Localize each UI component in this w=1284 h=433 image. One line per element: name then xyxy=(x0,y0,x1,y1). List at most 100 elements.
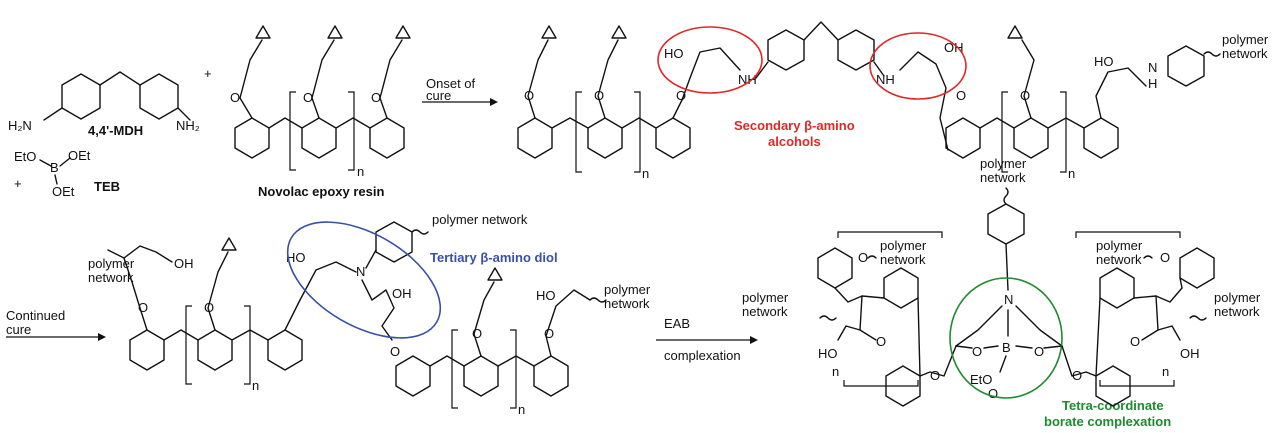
p2-polymer-network: polymer network xyxy=(432,212,528,227)
p1-o-5: O xyxy=(1020,88,1030,103)
b-oh-right: OH xyxy=(1180,346,1200,361)
novolac-o-3: O xyxy=(371,90,381,105)
p2-network-2: network xyxy=(604,296,650,311)
b-arm-left xyxy=(859,295,877,341)
p2-arm-6 xyxy=(545,289,591,357)
p2-wavy-bond xyxy=(411,229,429,235)
p1-ch2-3 xyxy=(979,117,1015,129)
p1-ho-terminal: HO xyxy=(1094,54,1114,69)
novolac-bracket-left xyxy=(289,91,296,171)
p1-nh-left: NH xyxy=(738,72,757,87)
b-arm-right xyxy=(1141,295,1159,341)
b-o-cage-left: O xyxy=(972,344,982,359)
b-link-lr xyxy=(1095,297,1101,377)
b-cage-left-top xyxy=(955,305,1003,347)
p1-wavy-bond xyxy=(1203,51,1221,57)
teb-bond-1 xyxy=(39,159,52,167)
teb-molecule: EtO B OEt OEt + TEB xyxy=(14,148,120,199)
b-repeat-n-left: n xyxy=(832,364,839,379)
b-bracket-bottom-right xyxy=(1099,380,1175,387)
p1-repeat-n-2: n xyxy=(1068,166,1075,181)
b-o-ul: O xyxy=(858,250,868,265)
p2-o-6: O xyxy=(544,326,554,341)
p2-polymer-2: polymer xyxy=(604,282,651,297)
teb-bond-2 xyxy=(59,157,71,167)
p1-ring-1 xyxy=(517,117,553,159)
b-polymer-right: polymer xyxy=(1214,290,1261,305)
b-o-mr: O xyxy=(1130,334,1140,349)
b-wavy-right xyxy=(1189,315,1207,321)
p1-ring-2 xyxy=(587,117,623,159)
b-o-ll: O xyxy=(930,368,940,383)
novolac-arm-1 xyxy=(239,39,263,119)
b-network-ur: network xyxy=(1096,252,1142,267)
novolac-ring-3 xyxy=(369,117,405,159)
plus-novolac: + xyxy=(204,66,212,81)
b-o-ur: O xyxy=(1160,250,1170,265)
arrow-eab: EAB complexation xyxy=(656,316,758,363)
b-n-to-cy xyxy=(1005,243,1009,291)
arrow-continued-label-2: cure xyxy=(6,322,31,337)
b-ring-ml xyxy=(883,267,919,309)
b-ho-chain xyxy=(837,325,861,341)
mdh-methylene-bridge xyxy=(99,71,141,86)
novolac-label: Novolac epoxy resin xyxy=(258,184,384,199)
b-o-lr: O xyxy=(1072,368,1082,383)
p2-diol-arm-2 xyxy=(361,279,395,341)
p1-ch2-2 xyxy=(621,117,657,129)
p2-diol-arm-1 xyxy=(284,261,357,331)
b-cage-o-left xyxy=(955,345,973,349)
b-ring-mr xyxy=(1099,267,1135,309)
p1-o-4: O xyxy=(956,88,966,103)
b-link-ll xyxy=(917,297,921,377)
arrow-continued-head xyxy=(98,333,106,341)
b-bridge-right xyxy=(1133,287,1183,303)
p2-o-1: O xyxy=(138,300,148,315)
p2-arm-5 xyxy=(473,281,495,357)
b-cyclohexane-top xyxy=(987,203,1025,245)
arrow-continued: Continued cure xyxy=(6,308,106,341)
arrow-continued-label-1: Continued xyxy=(6,308,65,323)
tetra-label-2: borate complexation xyxy=(1044,414,1171,429)
p1-arm-1 xyxy=(527,39,549,119)
novolac-ch2-1 xyxy=(268,117,303,129)
p1-oh-right: OH xyxy=(944,40,964,55)
secondary-amino-ellipse-left xyxy=(657,26,763,94)
b-boron: B xyxy=(1002,340,1011,355)
p1-o-1: O xyxy=(524,88,534,103)
b-polymer-ul: polymer xyxy=(880,238,927,253)
novolac-ch2-2 xyxy=(335,117,371,129)
p1-cyclohexane-terminal xyxy=(1167,45,1205,87)
novolac-arm-2 xyxy=(311,39,335,119)
p1-repeat-n: n xyxy=(642,166,649,181)
novolac-bracket-right xyxy=(348,91,355,171)
p2-ring-1 xyxy=(129,329,165,371)
p1-chain-terminal xyxy=(1095,67,1147,119)
p1-epoxide-1 xyxy=(541,25,557,39)
p1-cy-bridge xyxy=(803,21,839,41)
b-o-b-left xyxy=(983,345,999,349)
p1-o-3: O xyxy=(676,88,686,103)
p2-wavy-bond-2 xyxy=(589,297,607,303)
b-network-left: network xyxy=(742,304,788,319)
secondary-label-2: alcohols xyxy=(768,134,821,149)
p1-epoxide-3 xyxy=(1007,25,1023,39)
teb-bond-3 xyxy=(54,174,58,185)
teb-boron: B xyxy=(50,160,59,175)
epoxide-1 xyxy=(255,25,271,39)
p2-o-2: O xyxy=(204,300,214,315)
p2-ring-3 xyxy=(267,329,303,371)
p2-arm-1b xyxy=(123,245,173,263)
p2-bracket-left xyxy=(185,305,192,385)
p1-arm-5 xyxy=(1021,39,1035,119)
b-n-center: N xyxy=(1004,292,1013,307)
p2-n-to-cy xyxy=(365,249,377,269)
arrow-onset: Onset of cure xyxy=(422,76,498,106)
b-cage-o-right xyxy=(1043,345,1063,349)
p2-o-3: O xyxy=(390,344,400,359)
arrow-onset-label-2: cure xyxy=(426,88,451,103)
borate-ellipse xyxy=(949,277,1063,399)
p1-nh-terminal-n: N xyxy=(1148,60,1157,75)
tertiary-diol-ellipse xyxy=(286,221,442,339)
p1-n-to-cy xyxy=(755,61,769,79)
